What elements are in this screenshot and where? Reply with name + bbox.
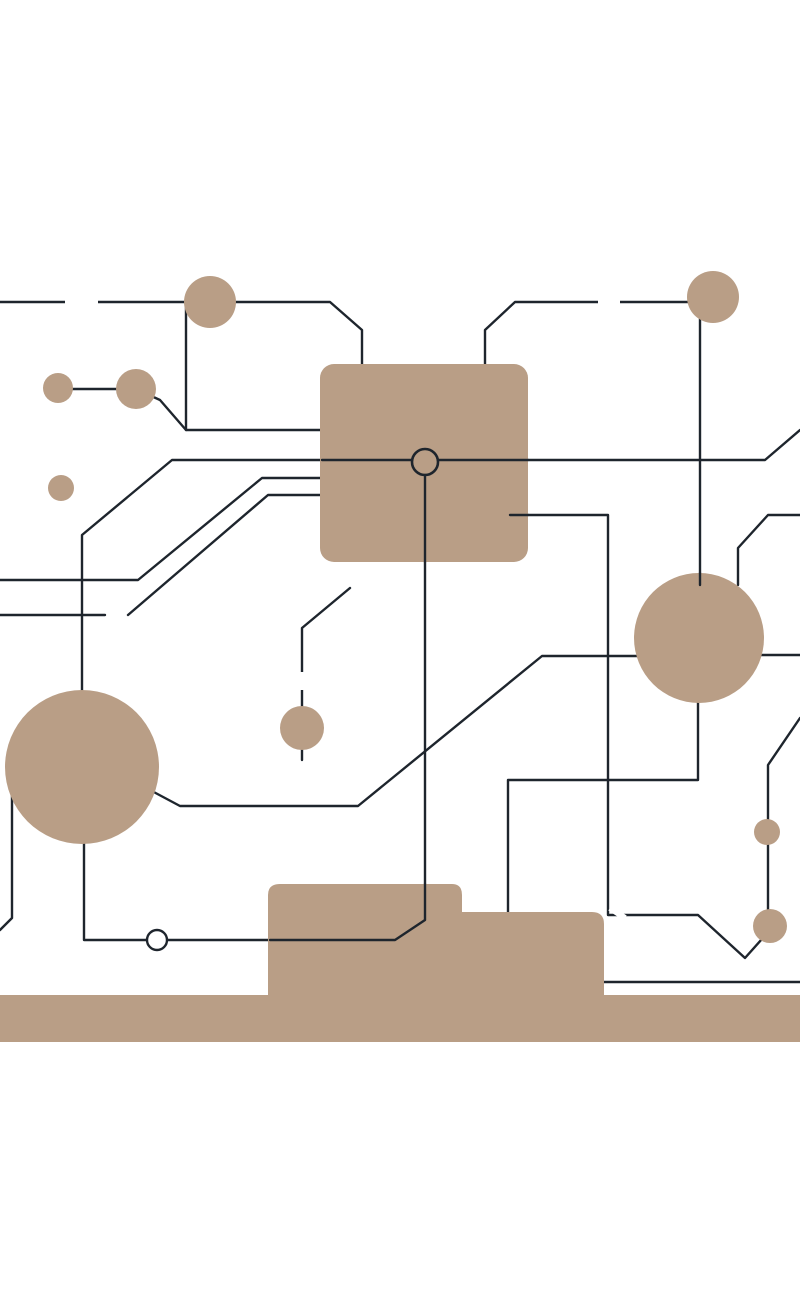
pad-top-left: [184, 276, 236, 328]
circle-left-large: [5, 690, 159, 844]
trace-square-right: [508, 513, 772, 960]
trace-right-edge-3: [766, 716, 800, 914]
trace-right-circle-down: [506, 698, 700, 914]
pad-small-1: [43, 373, 73, 403]
trace-main-horizontal: [80, 428, 800, 782]
circle-right-large: [634, 573, 764, 703]
trace-left-edge: [0, 788, 14, 932]
overlay-trace-group: [268, 458, 702, 942]
base-block: [268, 884, 604, 1000]
pad-small-3: [48, 475, 74, 501]
trace-left-circle-down: [82, 838, 150, 942]
pad-small-2: [116, 369, 156, 409]
via-ring-bottom: [145, 928, 169, 952]
component-group: [0, 271, 800, 1042]
trace-gap: [608, 905, 627, 921]
pad-right-small-2: [753, 909, 787, 943]
trace-left-diagonal-1: [0, 476, 324, 582]
via-ring-center: [410, 447, 440, 477]
trace-right-edge-1: [736, 513, 800, 587]
trace-left-diagonal-2: [0, 493, 324, 617]
pad-right-small-1: [754, 819, 780, 845]
trace-over-block: [268, 882, 427, 942]
pad-mid: [280, 706, 324, 750]
trace-top-left: [0, 300, 364, 370]
base-bar: [0, 995, 800, 1042]
pad-top-right: [687, 271, 739, 323]
trace-group: [0, 299, 800, 984]
trace-cross-diagonal: [148, 654, 642, 808]
trace-top-right: [483, 300, 692, 370]
